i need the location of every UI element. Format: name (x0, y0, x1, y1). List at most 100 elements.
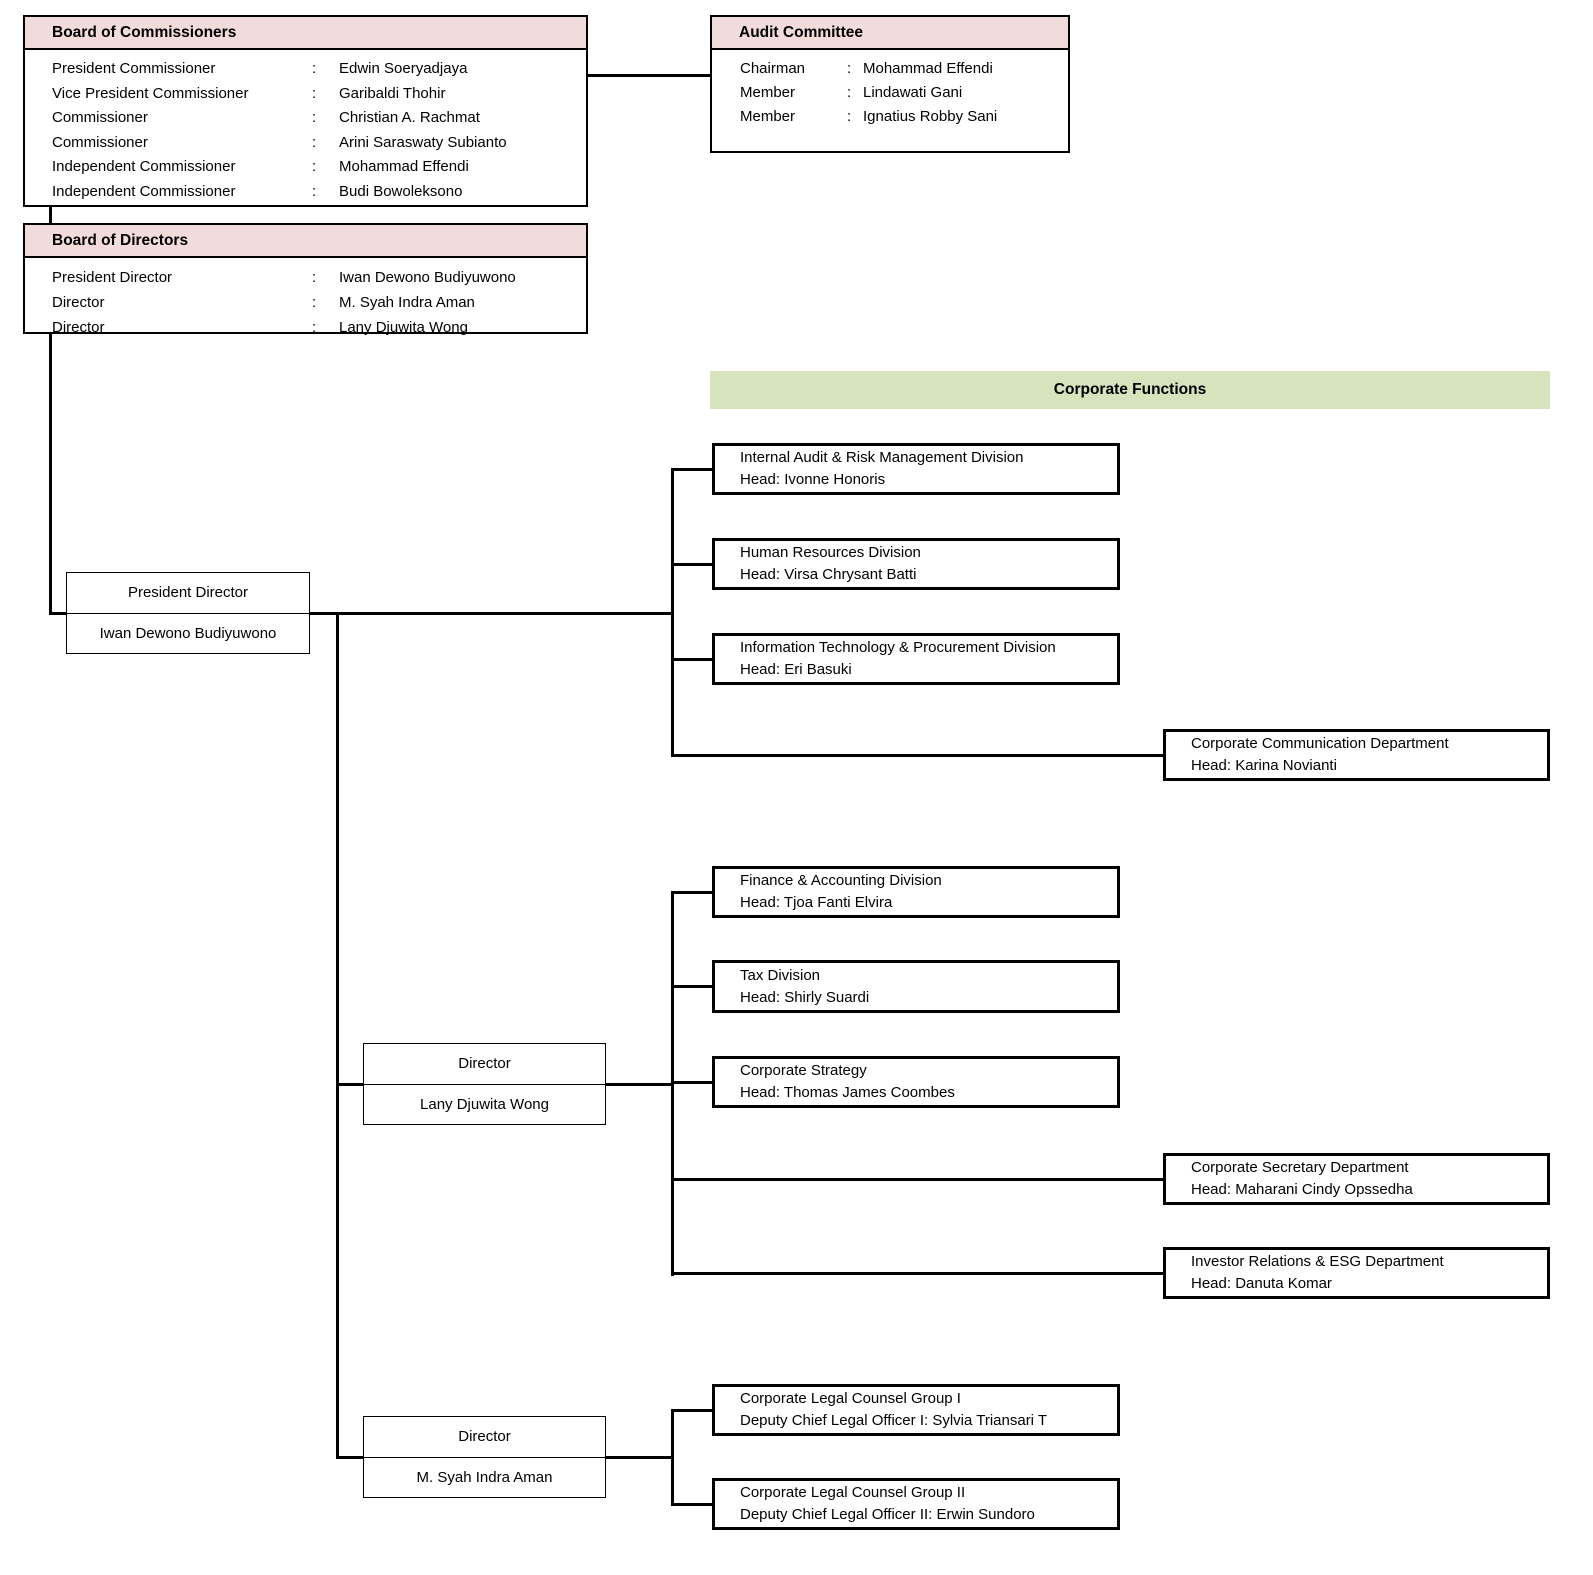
colon-separator: : (312, 109, 317, 126)
stub-legal-group-2 (674, 1503, 712, 1506)
member-name: Iwan Dewono Budiyuwono (339, 269, 516, 286)
member-name: Lindawati Gani (863, 84, 963, 101)
member-role: Vice President Commissioner (52, 84, 249, 102)
unit-title: Corporate Communication Department (1191, 735, 1449, 752)
unit-head: Head: Karina Novianti (1191, 757, 1337, 774)
unit-title: Corporate Legal Counsel Group I (740, 1390, 961, 1407)
member-row: Commissioner: Christian A. Rachmat (25, 106, 586, 131)
member-row: Director: Lany Djuwita Wong (25, 315, 586, 340)
member-name: Garibaldi Thohir (339, 84, 446, 102)
member-role: Director (52, 294, 105, 311)
unit-title: Human Resources Division (740, 544, 921, 561)
trunk-lany-functions (671, 891, 674, 1276)
member-name: Mohammad Effendi (339, 158, 469, 175)
stub-human-resources (674, 563, 712, 566)
unit-head: Head: Tjoa Fanti Elvira (740, 894, 893, 911)
corporate-communication-department-box: Corporate Communication Department Head:… (1163, 729, 1550, 781)
member-row: Independent Commissioner:Mohammad Effend… (25, 155, 586, 180)
member-role: Commissioner (52, 133, 148, 151)
colon-separator: : (312, 84, 317, 102)
member-row: Chairman:Mohammad Effendi (712, 57, 1068, 81)
stub-tax (674, 985, 712, 988)
member-role: President Director (52, 269, 173, 286)
unit-title: Information Technology & Procurement Div… (740, 639, 1056, 656)
president-director-box: President Director Iwan Dewono Budiyuwon… (66, 572, 310, 654)
connector-commissioners-directors (49, 207, 52, 223)
unit-head: Head: Virsa Chrysant Batti (740, 566, 917, 583)
unit-title: Internal Audit & Risk Management Divisio… (740, 449, 1024, 466)
member-row: Member:Lindawati Gani (712, 81, 1068, 105)
unit-head: Head: Maharani Cindy Opssedha (1191, 1181, 1413, 1198)
member-row: Vice President Commissioner: Garibaldi Th… (25, 82, 586, 107)
corporate-functions-banner: Corporate Functions (710, 371, 1550, 409)
member-row: Independent Commissioner:Budi Bowolekson… (25, 180, 586, 205)
it-procurement-division-box: Information Technology & Procurement Div… (712, 633, 1120, 685)
member-name: Budi Bowoleksono (339, 182, 463, 200)
member-role: President Commissioner (52, 60, 216, 77)
tax-division-box: Tax Division Head: Shirly Suardi (712, 960, 1120, 1013)
board-of-commissioners-title: Board of Commissioners (25, 17, 586, 50)
member-role: Chairman (740, 60, 806, 77)
member-role: Commissioner (52, 109, 148, 126)
legal-counsel-group-2-box: Corporate Legal Counsel Group II Deputy … (712, 1478, 1120, 1530)
unit-head: Head: Shirly Suardi (740, 988, 870, 1006)
member-row: Director: M. Syah Indra Aman (25, 290, 586, 315)
stub-corporate-communication (674, 754, 1163, 757)
connector-president-trunk (310, 612, 674, 615)
unit-head: Deputy Chief Legal Officer II: Erwin Sun… (740, 1506, 1035, 1523)
exec-name: Lany Djuwita Wong (420, 1095, 549, 1113)
colon-separator: : (847, 60, 852, 77)
member-row: Member:Ignatius Robby Sani (712, 105, 1068, 129)
member-role: Independent Commissioner (52, 158, 236, 175)
member-name: Christian A. Rachmat (339, 109, 480, 126)
colon-separator: : (312, 269, 317, 286)
colon-separator: : (312, 60, 317, 77)
exec-title: President Director (67, 573, 309, 614)
exec-title: Director (364, 1044, 605, 1085)
trunk-syah-functions (671, 1409, 674, 1506)
unit-head: Head: Danuta Komar (1191, 1275, 1332, 1292)
investor-relations-esg-department-box: Investor Relations & ESG Department Head… (1163, 1247, 1550, 1299)
internal-audit-division-box: Internal Audit & Risk Management Divisio… (712, 443, 1120, 495)
stub-internal-audit (674, 468, 712, 471)
unit-head: Head: Eri Basuki (740, 661, 852, 678)
human-resources-division-box: Human Resources Division Head: Virsa Chr… (712, 538, 1120, 590)
board-of-commissioners-box: Board of Commissioners President Commiss… (23, 15, 588, 207)
unit-title: Finance & Accounting Division (740, 872, 942, 889)
member-name: Lany Djuwita Wong (339, 319, 468, 336)
member-role: Director (52, 319, 105, 336)
board-of-directors-members: President Director: Iwan Dewono Budiyuwon… (25, 258, 586, 340)
stub-it-procurement (674, 658, 712, 661)
connector-commissioners-audit (588, 74, 710, 77)
board-of-directors-box: Board of Directors President Director: Iw… (23, 223, 588, 336)
colon-separator: : (312, 294, 317, 311)
audit-committee-title: Audit Committee (712, 17, 1068, 50)
connector-directors-president-stub (49, 612, 66, 615)
audit-committee-box: Audit Committee Chairman:Mohammad Effend… (710, 15, 1070, 153)
colon-separator: : (312, 319, 317, 336)
legal-counsel-group-1-box: Corporate Legal Counsel Group I Deputy C… (712, 1384, 1120, 1436)
exec-title: Director (364, 1417, 605, 1458)
unit-title: Corporate Strategy (740, 1062, 867, 1079)
exec-name: Iwan Dewono Budiyuwono (99, 624, 277, 642)
member-row: President Commissioner: Edwin Soeryadjaya (25, 57, 586, 82)
member-row: President Director: Iwan Dewono Budiyuwon… (25, 265, 586, 290)
unit-title: Tax Division (740, 966, 821, 984)
member-name: Edwin Soeryadjaya (339, 60, 468, 77)
unit-title: Corporate Secretary Department (1191, 1159, 1409, 1176)
member-name: M. Syah Indra Aman (339, 294, 475, 311)
stub-corporate-secretary (674, 1178, 1163, 1181)
colon-separator: : (312, 133, 317, 151)
unit-head: Head: Thomas James Coombes (740, 1084, 955, 1101)
unit-head: Head: Ivonne Honoris (740, 471, 886, 488)
stub-finance-accounting (674, 891, 712, 894)
stub-corporate-strategy (674, 1081, 712, 1084)
corporate-strategy-box: Corporate Strategy Head: Thomas James Co… (712, 1056, 1120, 1108)
finance-accounting-division-box: Finance & Accounting Division Head: Tjoa… (712, 866, 1120, 918)
exec-name: M. Syah Indra Aman (416, 1468, 553, 1486)
member-name: Ignatius Robby Sani (863, 108, 998, 125)
board-of-directors-title: Board of Directors (25, 225, 586, 258)
colon-separator: : (312, 182, 317, 200)
unit-title: Investor Relations & ESG Department (1191, 1253, 1444, 1270)
